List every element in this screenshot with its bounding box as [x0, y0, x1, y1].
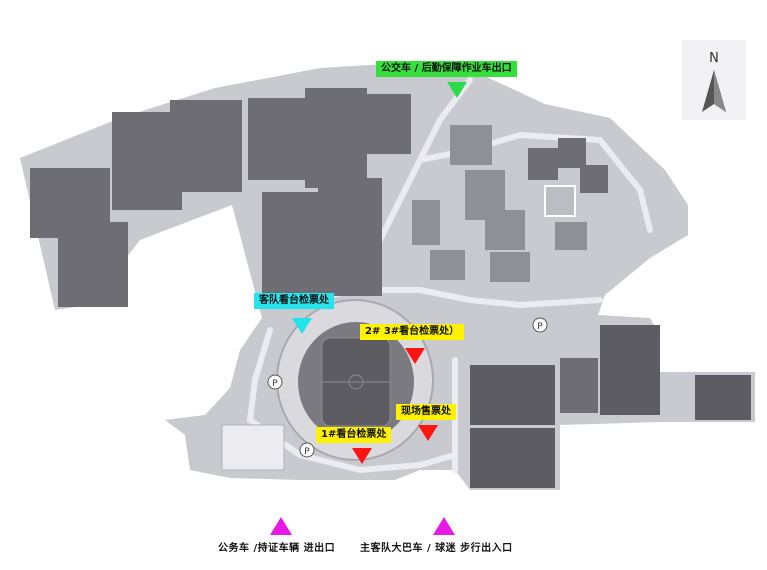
pitch-block: [170, 100, 242, 192]
building: [221, 424, 285, 471]
team-bus-entrance-label: 主客队大巴车 / 球迷 步行出入口: [360, 543, 513, 554]
stand-23-marker: [405, 348, 425, 364]
building: [558, 138, 586, 168]
pitch-block: [695, 375, 751, 420]
parking-icon: P: [299, 442, 315, 458]
building: [430, 250, 465, 280]
building: [528, 148, 558, 180]
pitch-block: [600, 325, 660, 415]
away-stand-label: 客队看台检票处: [254, 293, 334, 309]
official-vehicle-entrance-marker: [270, 517, 292, 535]
pitch-block: [58, 222, 128, 307]
pitch-block: [365, 94, 411, 154]
pitch-block: [305, 88, 367, 188]
building: [485, 210, 525, 250]
svg-text:P: P: [272, 379, 278, 389]
ticket-office-marker: [418, 425, 438, 441]
official-vehicle-entrance-label: 公务车 /持证车辆 进出口: [218, 543, 336, 554]
pitch-block: [318, 178, 382, 296]
bus-exit-marker: [447, 82, 467, 98]
pitch-block: [470, 428, 555, 488]
bus-exit-label: 公交车 / 后勤保障作业车出口: [376, 61, 517, 77]
stand-1-label: 1#看台检票处: [316, 427, 392, 443]
svg-text:N: N: [709, 51, 719, 66]
pitch-block: [262, 192, 322, 302]
pitch-block: [248, 98, 310, 180]
building: [412, 200, 440, 245]
building: [580, 165, 608, 193]
parking-icon: P: [532, 317, 548, 333]
ticket-office-label: 现场售票处: [396, 404, 456, 420]
stand-1-marker: [352, 448, 372, 464]
team-bus-entrance-marker: [433, 517, 455, 535]
site-road: [246, 77, 653, 474]
svg-text:P: P: [304, 447, 310, 457]
svg-text:P: P: [537, 322, 543, 332]
north-arrow-icon: N: [682, 40, 746, 120]
building: [544, 185, 576, 217]
building: [490, 252, 530, 282]
parking-icon: P: [267, 374, 283, 390]
pitch-center-circle: [348, 374, 364, 390]
away-stand-marker: [292, 318, 312, 334]
pitch-block: [470, 365, 555, 425]
building: [555, 222, 587, 250]
pitch-block: [560, 358, 598, 413]
stand-23-label: 2# 3#看台检票处）: [360, 324, 465, 340]
building: [450, 125, 492, 165]
